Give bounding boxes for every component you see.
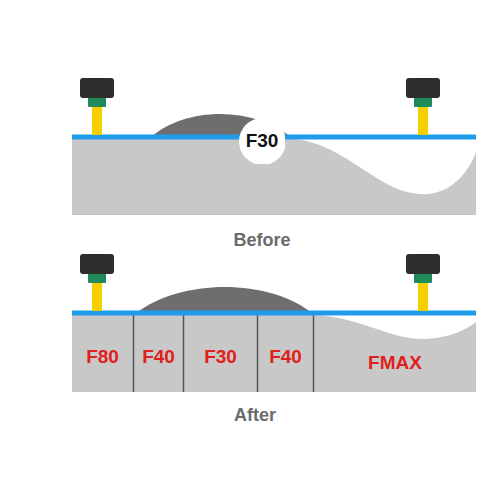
segment-force: F40 [269, 347, 302, 368]
force-value: F30 [246, 131, 279, 152]
segment-force: F40 [142, 347, 175, 368]
surface-dip [290, 139, 476, 194]
segment-band: F30 [184, 340, 257, 374]
before-panel [72, 78, 476, 215]
segment-band: F40 [258, 340, 313, 374]
surface-dip [312, 315, 476, 339]
sensor-left [80, 254, 114, 311]
sensor-right [406, 254, 440, 311]
reference-line [72, 311, 476, 316]
surface-bump [135, 287, 313, 314]
after-panel [72, 254, 476, 392]
sensor-right [406, 78, 440, 135]
segment-band: F40 [134, 340, 183, 374]
sensor-left [80, 78, 114, 135]
segment-dividers [134, 315, 314, 392]
workpiece-slab [72, 313, 476, 392]
segment-force: F80 [86, 347, 119, 368]
segment-band: FMAX [314, 346, 476, 380]
segment-band: F80 [72, 340, 133, 374]
force-circle: F30 [239, 118, 286, 165]
panel-label: Before [233, 230, 290, 251]
segment-force: F30 [204, 347, 237, 368]
panel-label: After [234, 405, 276, 426]
segment-force: FMAX [368, 353, 422, 374]
